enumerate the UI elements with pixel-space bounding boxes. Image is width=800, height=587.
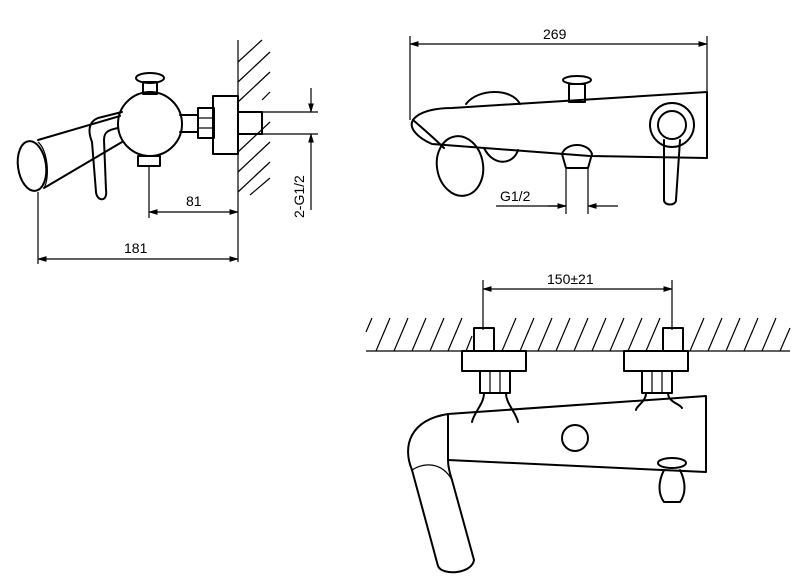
front-inlet-pipe-left (473, 327, 495, 352)
top-lever-collar (649, 102, 695, 148)
top-bottom-outlet (561, 144, 593, 169)
side-diverter-knob (135, 72, 165, 84)
top-diverter-knob (562, 75, 592, 85)
front-view: 150±21 (365, 271, 791, 574)
front-wall-hatch (365, 317, 791, 352)
front-diverter-button (561, 424, 589, 452)
side-mixer-body (117, 91, 183, 157)
front-inlet-pipe-right (662, 327, 684, 352)
top-lever-handle (663, 139, 681, 206)
dim-side-wall-to-inlet: 81 (186, 193, 202, 209)
side-wall-hatch (237, 39, 271, 196)
top-lever-cap (657, 110, 687, 140)
front-flange-right (623, 350, 689, 372)
side-inlet-pipe (237, 111, 263, 135)
top-mixer-body (410, 91, 708, 159)
front-mixer-body (447, 395, 707, 473)
top-view: 269 G1/2 (409, 26, 708, 214)
side-bottom-outlet (137, 155, 161, 167)
side-lever-handle (88, 111, 123, 201)
dim-front-inlet-centers: 150±21 (547, 271, 594, 287)
front-spout (407, 413, 475, 574)
side-hex-nut (197, 107, 215, 139)
side-view: 2-G1/2 81 181 (16, 39, 318, 264)
top-flange-lower (483, 147, 519, 163)
side-spout-outlet (16, 140, 48, 192)
dim-top-overall-width: 269 (543, 26, 567, 42)
dim-side-overall-depth: 181 (124, 240, 148, 256)
front-flange-left (461, 350, 527, 372)
dim-side-inlet-thread: 2-G1/2 (291, 175, 307, 218)
top-flange-upper (465, 91, 521, 105)
dim-top-outlet-thread: G1/2 (500, 188, 531, 204)
side-wall-plate (212, 95, 239, 155)
top-spout (435, 135, 485, 197)
front-hex-nut-right (641, 370, 673, 394)
front-lever-collar (657, 457, 687, 469)
front-hex-nut-left (479, 370, 511, 394)
front-lever-handle (658, 469, 686, 503)
